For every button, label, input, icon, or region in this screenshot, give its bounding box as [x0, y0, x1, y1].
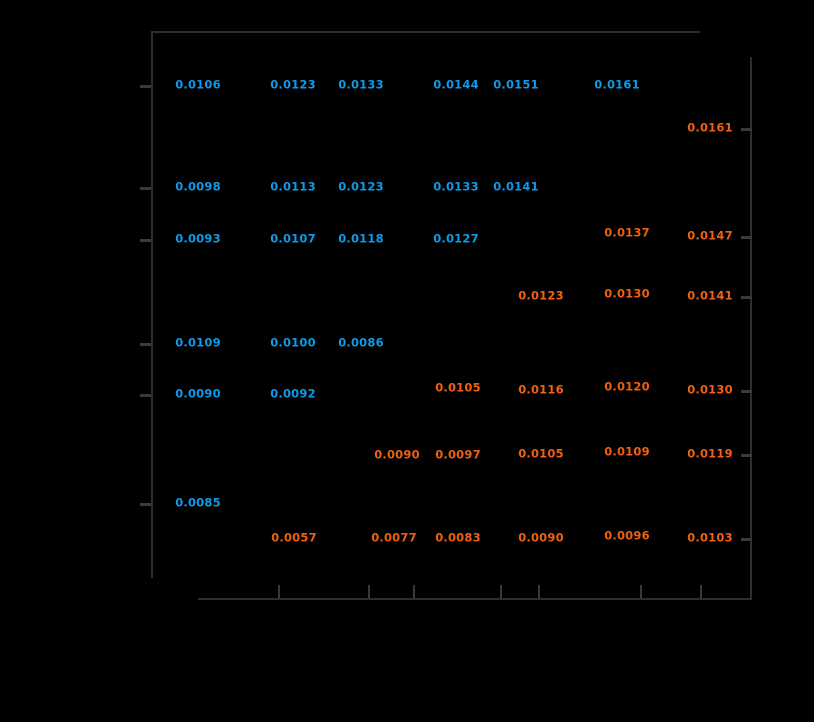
data-label: 0.0144 — [433, 77, 479, 92]
tick-left-3 — [140, 343, 151, 346]
tick-right-1 — [741, 236, 752, 239]
tick-right-2 — [741, 296, 752, 299]
data-label: 0.0106 — [175, 77, 221, 92]
data-label: 0.0137 — [604, 225, 650, 240]
tick-left-0 — [140, 85, 151, 88]
data-label: 0.0085 — [175, 495, 221, 510]
data-label: 0.0057 — [271, 530, 317, 545]
data-label: 0.0120 — [604, 379, 650, 394]
tick-right-4 — [741, 454, 752, 457]
tick-bottom-6 — [700, 585, 702, 598]
data-label: 0.0123 — [338, 179, 384, 194]
data-label: 0.0105 — [518, 446, 564, 461]
data-label: 0.0133 — [338, 77, 384, 92]
tick-left-4 — [140, 394, 151, 397]
tick-right-0 — [741, 128, 752, 131]
data-label: 0.0161 — [687, 120, 733, 135]
data-label: 0.0141 — [687, 288, 733, 303]
axis-bottom-line — [198, 598, 750, 600]
tick-bottom-3 — [500, 585, 502, 598]
data-label: 0.0090 — [518, 530, 564, 545]
data-label: 0.0130 — [687, 382, 733, 397]
tick-bottom-5 — [640, 585, 642, 598]
data-label: 0.0083 — [435, 530, 481, 545]
data-label: 0.0103 — [687, 530, 733, 545]
axis-right-line — [750, 57, 752, 600]
data-label: 0.0105 — [435, 380, 481, 395]
data-label: 0.0116 — [518, 382, 564, 397]
data-label: 0.0109 — [175, 335, 221, 350]
data-label: 0.0127 — [433, 231, 479, 246]
data-label: 0.0147 — [687, 228, 733, 243]
tick-bottom-1 — [368, 585, 370, 598]
data-label: 0.0109 — [604, 444, 650, 459]
data-label: 0.0093 — [175, 231, 221, 246]
data-label: 0.0141 — [493, 179, 539, 194]
data-label: 0.0151 — [493, 77, 539, 92]
data-label: 0.0119 — [687, 446, 733, 461]
data-label: 0.0107 — [270, 231, 316, 246]
data-label: 0.0096 — [604, 528, 650, 543]
tick-bottom-4 — [538, 585, 540, 598]
data-label: 0.0086 — [338, 335, 384, 350]
tick-bottom-0 — [278, 585, 280, 598]
data-label: 0.0133 — [433, 179, 479, 194]
axis-left-line — [151, 31, 153, 578]
data-label: 0.0130 — [604, 286, 650, 301]
data-label: 0.0113 — [270, 179, 316, 194]
data-label: 0.0123 — [518, 288, 564, 303]
axis-top-line — [151, 31, 700, 33]
data-label: 0.0090 — [175, 386, 221, 401]
tick-left-2 — [140, 239, 151, 242]
data-label: 0.0090 — [374, 447, 420, 462]
data-label: 0.0098 — [175, 179, 221, 194]
data-label: 0.0092 — [270, 386, 316, 401]
tick-right-5 — [741, 538, 752, 541]
data-label: 0.0100 — [270, 335, 316, 350]
data-label: 0.0161 — [594, 77, 640, 92]
data-label: 0.0118 — [338, 231, 384, 246]
data-label: 0.0123 — [270, 77, 316, 92]
data-label: 0.0077 — [371, 530, 417, 545]
data-label: 0.0097 — [435, 447, 481, 462]
tick-bottom-2 — [413, 585, 415, 598]
tick-left-5 — [140, 503, 151, 506]
tick-right-3 — [741, 390, 752, 393]
tick-left-1 — [140, 187, 151, 190]
